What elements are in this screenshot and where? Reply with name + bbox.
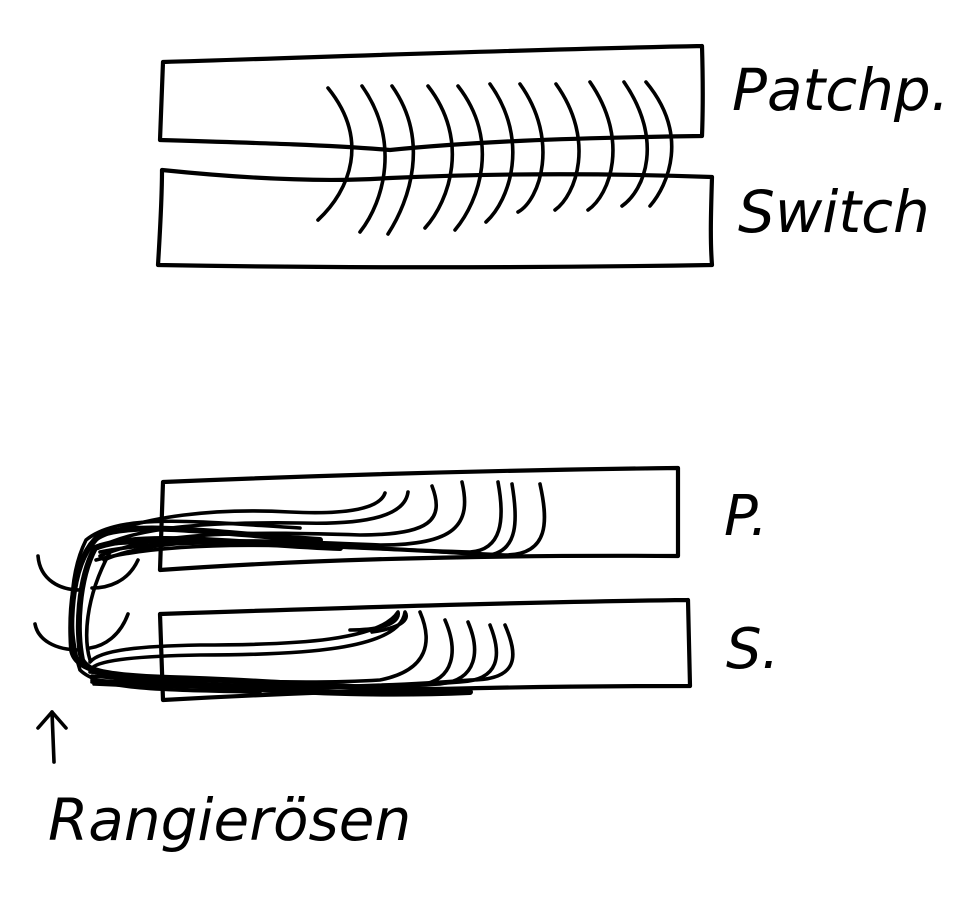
upper-ring-left (36, 554, 82, 592)
top-patchpanel-frame (157, 43, 705, 153)
rangieroesen-label: Rangierösen (48, 786, 411, 854)
bottom-patchpanel-frame (157, 465, 681, 573)
top-switch-label: Switch (738, 178, 930, 246)
arrow-up-icon (36, 710, 68, 764)
top-patchpanel-label: Patchp. (732, 56, 949, 124)
lower-ring-left (33, 622, 82, 652)
bottom-diagram: P. S. Rangierösen (33, 465, 779, 854)
bottom-patchpanel-label: P. (724, 484, 768, 549)
top-switch-frame (155, 167, 715, 270)
top-patch-cables (316, 80, 674, 236)
top-diagram: Patchp. Switch (155, 43, 949, 270)
upper-ring-right (90, 558, 140, 590)
lower-ring-right (88, 612, 130, 650)
bottom-switch-label: S. (726, 617, 779, 682)
cable-management-rings (33, 554, 140, 652)
